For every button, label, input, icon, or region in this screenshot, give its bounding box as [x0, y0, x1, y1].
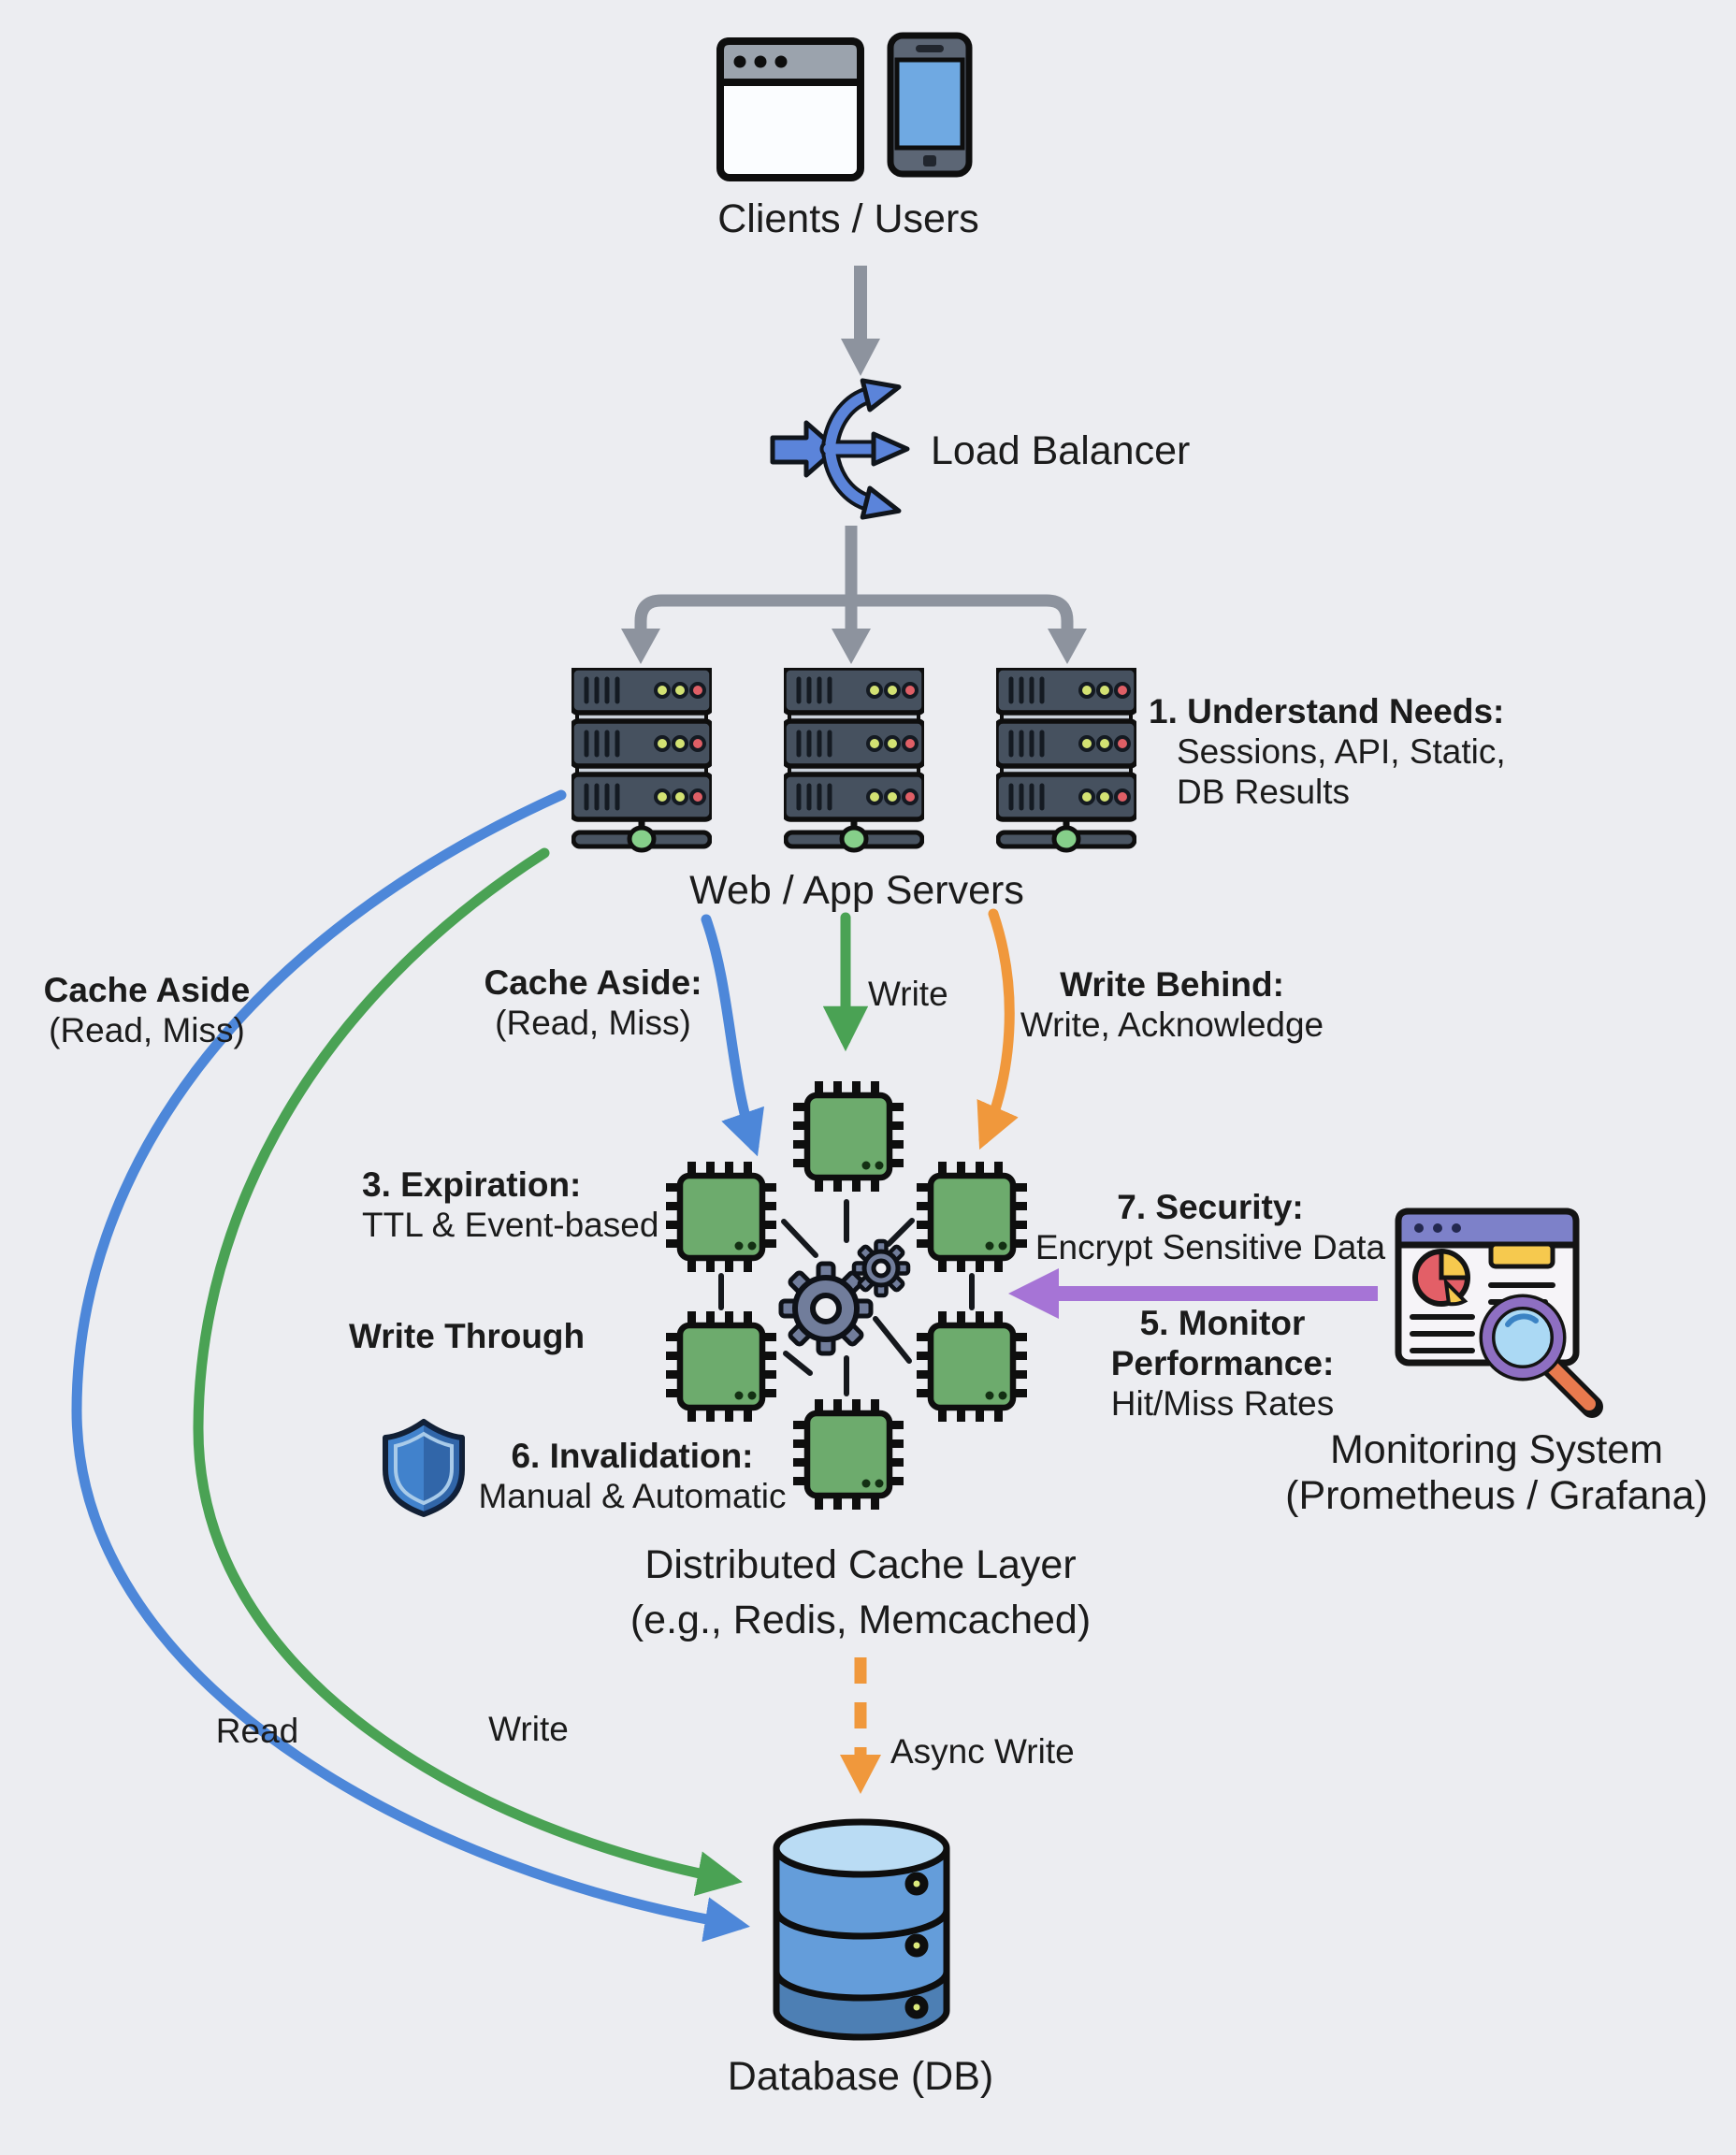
database-icon — [773, 1818, 950, 2041]
expiration-sub: TTL & Event-based — [362, 1205, 659, 1244]
note-cache-aside-mid: Cache Aside: (Read, Miss) — [484, 963, 702, 1044]
arrow-write-through-to-db — [193, 847, 743, 1897]
cache-chip-icon — [917, 1311, 1027, 1422]
monitor-sub: Hit/Miss Rates — [1110, 1383, 1335, 1423]
load-balancer-icon — [770, 378, 910, 520]
note-write-behind: Write Behind: Write, Acknowledge — [1020, 965, 1324, 1046]
clients-label: Clients / Users — [717, 196, 979, 241]
note-invalidation: 6. Invalidation: Manual & Automatic — [478, 1437, 786, 1517]
servers-label: Web / App Servers — [689, 868, 1024, 913]
cache-label: Distributed Cache Layer (e.g., Redis, Me… — [630, 1538, 1091, 1649]
monitor-title2: Performance: — [1110, 1343, 1335, 1382]
gears-icon — [778, 1238, 911, 1356]
browser-icon — [716, 37, 864, 181]
write-behind-sub: Write, Acknowledge — [1020, 1005, 1324, 1044]
database-label: Database (DB) — [727, 2054, 994, 2099]
arrow-async-write — [840, 1657, 881, 1794]
cache-aside-mid-sub: (Read, Miss) — [495, 1003, 691, 1042]
note-cache-aside-left: Cache Aside (Read, Miss) — [44, 971, 251, 1051]
monitoring-label-line2: (Prometheus / Grafana) — [1285, 1473, 1708, 1519]
note-understand-line1: Sessions, API, Static, — [1177, 731, 1506, 771]
cache-aside-left-sub: (Read, Miss) — [49, 1010, 245, 1049]
write-through-label: Write Through — [349, 1317, 586, 1355]
monitoring-label: Monitoring System (Prometheus / Grafana) — [1285, 1427, 1708, 1519]
arrow-monitoring-to-cache — [1008, 1268, 1378, 1319]
monitor-title1: 5. Monitor — [1139, 1304, 1306, 1342]
expiration-title: 3. Expiration: — [362, 1165, 582, 1204]
note-monitor-performance: 5. Monitor Performance: Hit/Miss Rates — [1111, 1304, 1335, 1425]
load-balancer-label: Load Balancer — [931, 428, 1191, 473]
cache-aside-mid-title: Cache Aside: — [484, 963, 702, 1002]
cache-chip-icon — [666, 1311, 776, 1422]
server-rack-icon — [996, 668, 1136, 850]
connector-lb-to-servers — [621, 526, 1087, 664]
magnifier-icon — [1479, 1294, 1603, 1418]
shield-icon — [383, 1419, 465, 1517]
write-mid-label: Write — [868, 975, 948, 1013]
read-label: Read — [215, 1712, 299, 1750]
cache-chip-icon — [917, 1162, 1027, 1272]
cache-label-line2: (e.g., Redis, Memcached) — [629, 1598, 1092, 1643]
note-understand-title: 1. Understand Needs: — [1149, 692, 1505, 730]
invalidation-title: 6. Invalidation: — [511, 1437, 754, 1475]
cache-aside-left-title: Cache Aside — [43, 971, 251, 1009]
arrow-cache-aside-read-to-db — [71, 789, 750, 1943]
async-write-label: Async Write — [890, 1732, 1075, 1771]
note-expiration: 3. Expiration: TTL & Event-based — [362, 1165, 658, 1246]
cache-chip-icon — [666, 1162, 776, 1272]
write-behind-title: Write Behind: — [1060, 965, 1284, 1004]
monitoring-label-line1: Monitoring System — [1329, 1427, 1664, 1472]
security-title: 7. Security: — [1117, 1188, 1304, 1226]
cache-chip-icon — [793, 1081, 904, 1192]
cache-label-line1: Distributed Cache Layer — [644, 1542, 1077, 1587]
monitoring-dashboard-icon — [1395, 1208, 1603, 1418]
note-understand-needs: 1. Understand Needs: Sessions, API, Stat… — [1149, 692, 1506, 813]
server-rack-icon — [784, 668, 924, 850]
arrow-clients-to-lb — [841, 266, 880, 376]
smartphone-icon — [887, 32, 973, 178]
write-label: Write — [488, 1710, 569, 1748]
note-security: 7. Security: Encrypt Sensitive Data — [1035, 1188, 1385, 1268]
arrow-write-behind — [976, 908, 1019, 1150]
server-rack-icon — [571, 668, 712, 850]
invalidation-sub: Manual & Automatic — [478, 1476, 787, 1515]
note-understand-line2: DB Results — [1177, 772, 1351, 811]
cache-chip-icon — [793, 1399, 904, 1510]
arrow-cache-aside-mid — [701, 914, 764, 1157]
security-sub: Encrypt Sensitive Data — [1034, 1227, 1386, 1266]
cache-cluster-links — [718, 1199, 975, 1396]
